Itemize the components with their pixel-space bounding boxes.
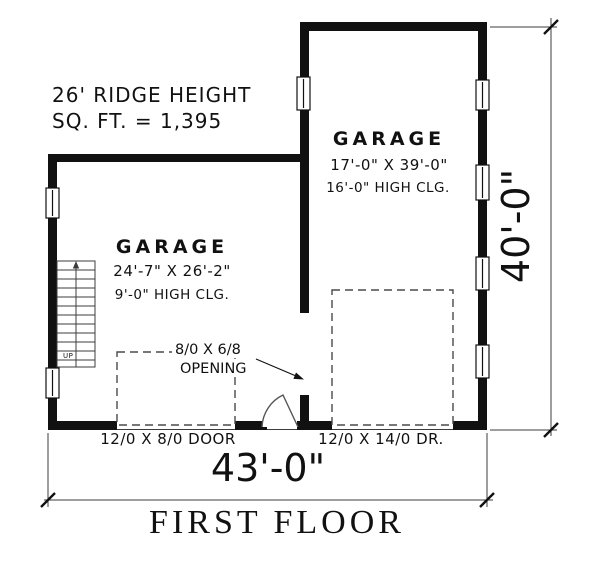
dimension-tick-marks (40, 19, 559, 508)
room-ceiling-garage-left: 9'-0" HIGH CLG. (114, 287, 230, 303)
window-icons (45, 76, 490, 399)
right-garage-door-label: 12/0 X 14/0 DR. (318, 430, 444, 448)
window-icon (475, 344, 490, 379)
room-size-garage-right: 17'-0" X 39'-0" (330, 156, 448, 174)
room-size-garage-left: 24'-7" X 26'-2" (113, 262, 231, 280)
dimension-lines (44, 18, 557, 507)
interior-opening-size-label: 8/0 X 6/8 (172, 343, 244, 358)
window-icon (45, 367, 60, 399)
opening-leader-arrow (255, 358, 304, 380)
square-footage-note: SQ. FT. = 1,395 (52, 109, 223, 133)
window-icon (475, 164, 490, 201)
overall-width-dimension: 43'-0" (210, 446, 326, 490)
window-icon (475, 79, 490, 111)
interior-opening-word-label: OPENING (177, 362, 250, 377)
window-icon (45, 187, 60, 219)
room-ceiling-garage-right: 16'-0" HIGH CLG. (326, 180, 450, 196)
right-garage-door-area (331, 289, 454, 426)
left-garage-door-label: 12/0 X 8/0 DOOR (100, 430, 236, 448)
window-icon (296, 76, 311, 111)
overall-depth-dimension: 40'-0" (494, 168, 538, 284)
ridge-height-note: 26' RIDGE HEIGHT (52, 83, 252, 107)
exterior-walls (48, 22, 487, 430)
page-title: FIRST FLOOR (149, 504, 405, 541)
door-swing-icon (261, 394, 299, 428)
room-label-garage-right: GARAGE (332, 128, 446, 150)
stairs-up-label: UP (63, 352, 74, 360)
stairs-icon (56, 260, 96, 368)
room-label-garage-left: GARAGE (115, 236, 229, 258)
window-icon (475, 256, 490, 291)
